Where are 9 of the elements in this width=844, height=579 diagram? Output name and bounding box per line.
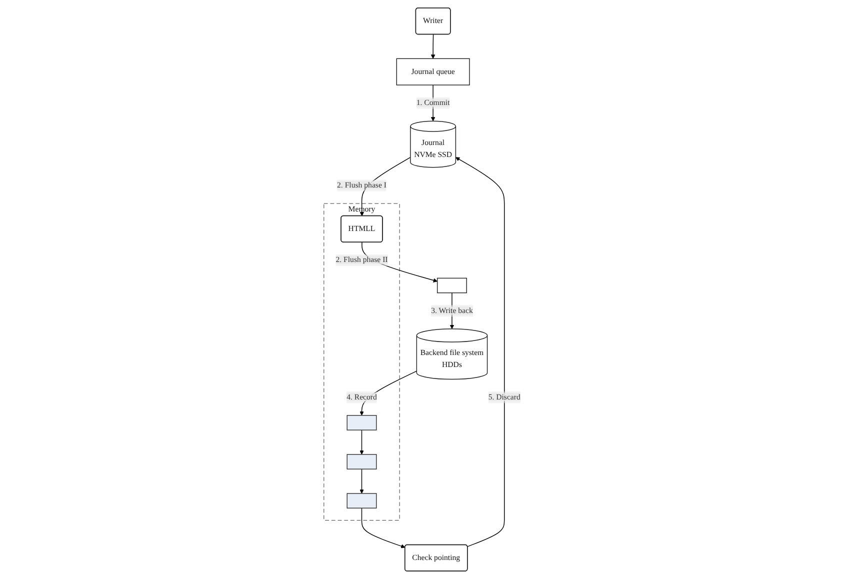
node-box xyxy=(346,415,377,430)
arrow xyxy=(359,430,364,455)
arrow xyxy=(361,508,406,548)
node-box xyxy=(346,493,377,508)
arrow xyxy=(359,468,364,494)
node-box xyxy=(346,454,377,470)
arrow xyxy=(430,34,436,59)
node-box xyxy=(436,278,467,294)
arrow xyxy=(455,157,505,547)
